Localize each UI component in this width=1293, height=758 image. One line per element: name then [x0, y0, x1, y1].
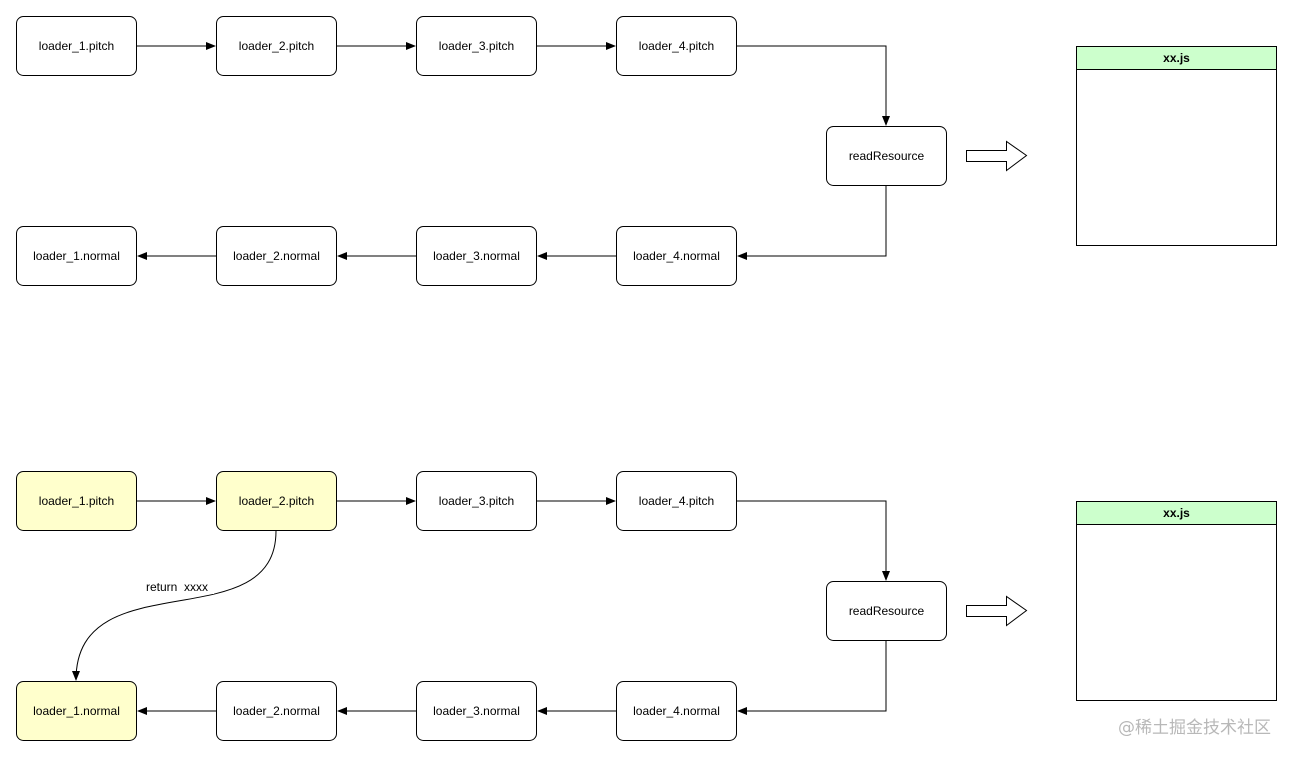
file-title: xx.js — [1163, 506, 1190, 520]
arrow-readresource-to-normal4 — [737, 641, 887, 715]
node-loader-2-pitch: loader_2.pitch — [216, 16, 337, 76]
node-loader-3-pitch: loader_3.pitch — [416, 471, 537, 531]
node-label: loader_2.pitch — [239, 494, 314, 508]
node-loader-2-normal: loader_2.normal — [216, 226, 337, 286]
node-loader-4-pitch: loader_4.pitch — [616, 16, 737, 76]
top-connectors — [136, 42, 890, 260]
watermark: @稀土掘金技术社区 — [1118, 718, 1271, 738]
node-label: loader_1.pitch — [39, 39, 114, 53]
node-label: loader_2.pitch — [239, 39, 314, 53]
node-label: loader_3.normal — [433, 704, 520, 718]
node-label: loader_3.pitch — [439, 494, 514, 508]
node-loader-4-normal: loader_4.normal — [616, 226, 737, 286]
node-loader-1-normal-highlighted: loader_1.normal — [16, 681, 137, 741]
node-label: loader_1.pitch — [39, 494, 114, 508]
node-label: loader_2.normal — [233, 704, 320, 718]
node-label: loader_4.pitch — [639, 39, 714, 53]
node-read-resource: readResource — [826, 126, 947, 186]
block-arrow-icon — [966, 140, 1028, 172]
node-label: readResource — [849, 604, 925, 618]
node-loader-1-pitch: loader_1.pitch — [16, 16, 137, 76]
return-label-group: return xxxx — [140, 578, 214, 594]
return-label: return xxxx — [146, 580, 208, 594]
node-label: loader_3.pitch — [439, 39, 514, 53]
file-xx-js: xx.js — [1076, 501, 1277, 701]
block-arrow-icon — [966, 595, 1028, 627]
node-label: loader_1.normal — [33, 704, 120, 718]
top-diagram: loader_1.pitch loader_2.pitch loader_3.p… — [16, 16, 1277, 286]
node-label: loader_3.normal — [433, 249, 520, 263]
node-loader-2-normal: loader_2.normal — [216, 681, 337, 741]
node-label: loader_4.pitch — [639, 494, 714, 508]
file-header — [1076, 501, 1277, 525]
node-loader-3-normal: loader_3.normal — [416, 681, 537, 741]
node-loader-4-normal: loader_4.normal — [616, 681, 737, 741]
file-header — [1076, 46, 1277, 70]
node-loader-1-normal: loader_1.normal — [16, 226, 137, 286]
node-label: loader_4.normal — [633, 704, 720, 718]
return-curve-arrow — [72, 530, 277, 681]
node-loader-4-pitch: loader_4.pitch — [616, 471, 737, 531]
node-loader-1-pitch-highlighted: loader_1.pitch — [16, 471, 137, 531]
node-label: loader_4.normal — [633, 249, 720, 263]
node-label: loader_2.normal — [233, 249, 320, 263]
node-loader-3-pitch: loader_3.pitch — [416, 16, 537, 76]
file-xx-js: xx.js — [1076, 46, 1277, 246]
node-loader-2-pitch-highlighted: loader_2.pitch — [216, 471, 337, 531]
node-loader-3-normal: loader_3.normal — [416, 226, 537, 286]
bottom-connectors — [72, 497, 890, 715]
arrow-pitch4-to-readresource — [736, 45, 890, 126]
node-read-resource: readResource — [826, 581, 947, 641]
arrow-readresource-to-normal4 — [737, 186, 887, 260]
node-label: readResource — [849, 149, 925, 163]
node-label: loader_1.normal — [33, 249, 120, 263]
arrow-pitch4-to-readresource — [736, 500, 890, 581]
file-title: xx.js — [1163, 51, 1190, 65]
bottom-diagram: return xxxx loader_1.pitch loader_2.pitc… — [16, 471, 1277, 741]
